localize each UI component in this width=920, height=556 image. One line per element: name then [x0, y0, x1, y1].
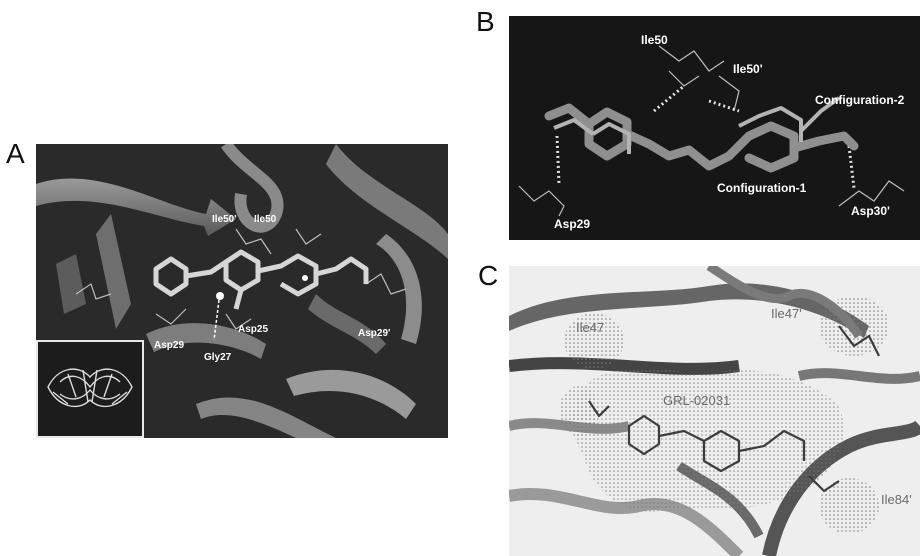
configuration-label: Configuration-2	[815, 93, 905, 107]
residue-label: Ile50	[641, 33, 668, 47]
residue-label: Ile47'	[771, 306, 802, 321]
panel-label-b: B	[476, 8, 495, 36]
residue-label: Asp29	[154, 340, 184, 351]
panel-b-structure: Ile50 Ile50' Configuration-2 Configurati…	[509, 16, 920, 240]
ligand-label: GRL-02031	[663, 393, 730, 408]
panel-label-c: C	[478, 262, 498, 290]
residue-label: Asp29'	[358, 328, 390, 339]
inset-overview	[36, 340, 144, 438]
residue-label: Gly27	[204, 352, 232, 363]
residue-label: Asp29	[554, 217, 590, 231]
ribbon-strand	[509, 363, 739, 369]
panel-c-structure: Ile47 Ile47' GRL-02031 Ile84'	[509, 266, 920, 556]
inset-structure	[38, 342, 142, 436]
residue-label: Asp30'	[851, 204, 890, 218]
molecular-surface	[559, 386, 599, 436]
residue-label: Asp25	[238, 324, 268, 335]
residue-label: Ile50	[254, 214, 277, 225]
panel-b-image: Ile50 Ile50' Configuration-2 Configurati…	[509, 16, 920, 240]
panel-a-image: Ile50' Ile50 Asp29 Asp25 Gly27 Asp29'	[36, 144, 448, 438]
residue-label: Ile50'	[733, 62, 763, 76]
residue-label: Ile84'	[881, 492, 912, 507]
panel-label-a: A	[6, 140, 25, 168]
residue-label: Ile50'	[212, 214, 237, 225]
panel-c-image: Ile47 Ile47' GRL-02031 Ile84'	[509, 266, 920, 556]
ribbon-strand	[799, 373, 920, 379]
molecular-surface	[819, 478, 879, 534]
residue-label: Ile47	[576, 320, 604, 335]
configuration-label: Configuration-1	[717, 181, 807, 195]
